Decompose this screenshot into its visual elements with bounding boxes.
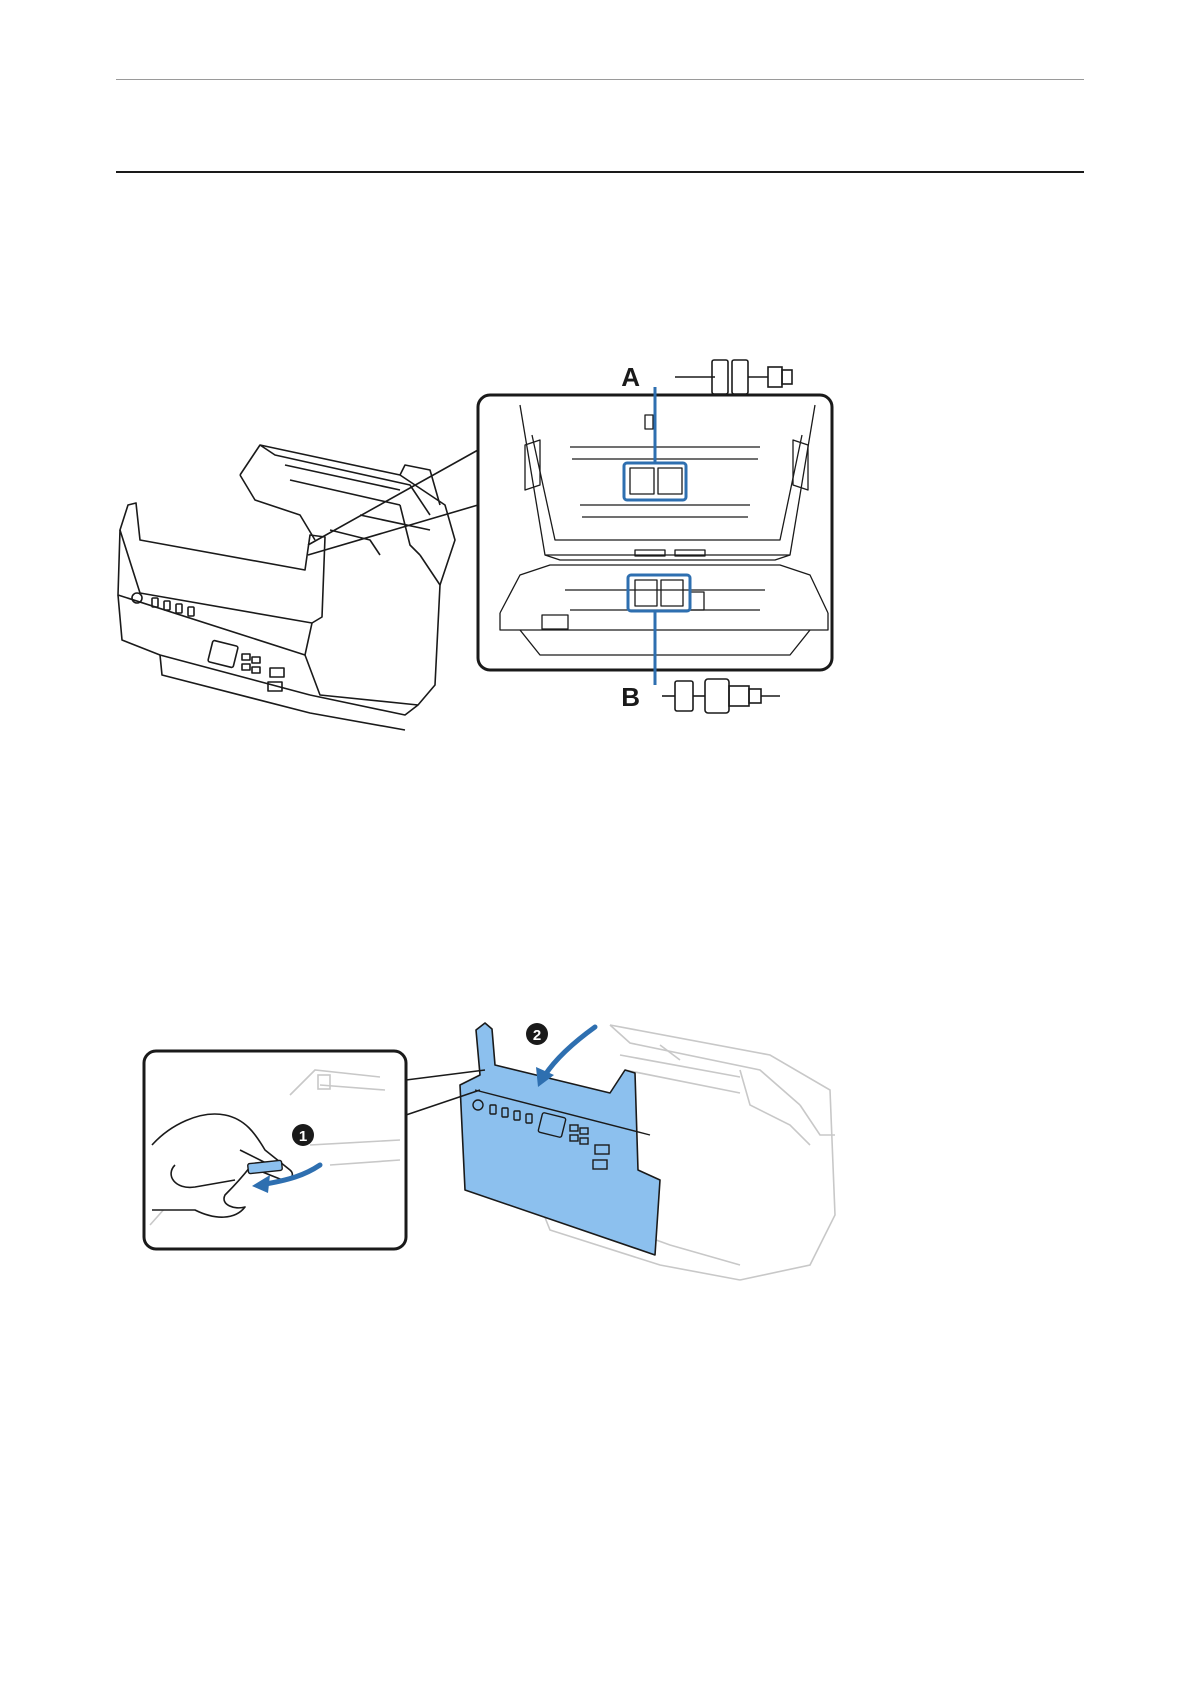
scanner-open-illustration [118,445,455,730]
open-cover-illustration: 1 2 [140,1015,860,1315]
header-rule [116,79,1084,80]
callout-b-label: B [621,682,640,712]
step-2-label: 2 [533,1027,541,1044]
separation-roller-part-illustration [662,679,780,713]
inset-scanner-interior [500,405,828,655]
roller-location-illustration: A B [100,355,880,775]
step-1-label: 1 [299,1128,307,1145]
open-cover-arrow [545,1027,595,1075]
pickup-roller-part-illustration [675,360,792,394]
callout-a-label: A [621,362,640,392]
section-rule [116,171,1084,173]
step-1-badge: 1 [292,1124,314,1146]
open-cover-figure: 1 2 [140,1015,860,1315]
roller-location-figure: A B [100,355,880,775]
step-2-badge: 2 [526,1023,548,1045]
zoom-wedge [308,450,478,555]
